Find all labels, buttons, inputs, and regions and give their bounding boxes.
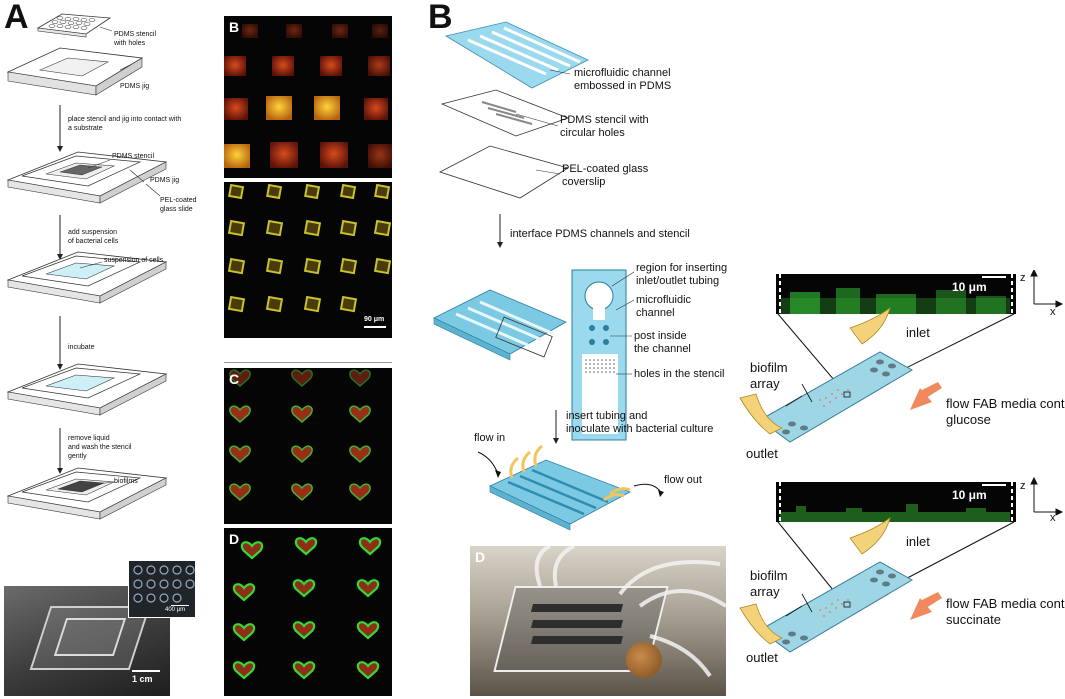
panel-label-b: B: [428, 0, 453, 36]
panel-a-schematic: [6, 13, 168, 520]
assembly-step-3: [6, 251, 168, 304]
scale-bar-1cm: [132, 670, 160, 672]
pdms-stencil-top: [36, 13, 112, 38]
micrograph-d: D: [224, 528, 392, 696]
label-suspension-of-cells: suspension of cells: [104, 257, 164, 264]
scale-bar-90um: [364, 326, 386, 328]
label-interface-step: interface PDMS channels and stencil: [510, 228, 690, 240]
label-post-inside-channel: post inside the channel: [634, 330, 691, 355]
label-region-tubing: region for inserting inlet/outlet tubing: [636, 262, 728, 287]
panel-label-b-micro: B: [229, 19, 240, 35]
chip-photo-tubing: [534, 546, 726, 678]
label-microfluidic-channel-embossed: microfluidic channel embossed in PDMS: [574, 67, 672, 92]
label-biofilm-array-glucose: biofilm array: [750, 360, 788, 391]
label-flow-in: flow in: [474, 432, 506, 444]
pdms-channel-layer: [444, 21, 589, 89]
assembly-step-2: [6, 151, 168, 204]
axes-succinate: [1030, 476, 1064, 516]
cross-section-succinate: 10 μm: [776, 482, 1016, 522]
pdms-jig-top: [6, 47, 144, 96]
label-insert-tubing: insert tubing and inoculate with bacteri…: [566, 410, 714, 435]
label-holes-in-stencil: holes in the stencil: [634, 368, 725, 380]
panel-label-d-micro: D: [229, 531, 240, 547]
label-step-place-stencil: place stencil and jig into contact with …: [68, 116, 182, 132]
label-pdms-jig-2: PDMS jig: [150, 177, 180, 184]
channel-glucose: [739, 306, 1015, 443]
panel-label-d-photo: D: [475, 549, 486, 565]
label-flow-succinate: flow FAB media containing succinate: [946, 596, 1065, 627]
scale-label-glucose: 10 μm: [952, 280, 987, 294]
label-pel-coated-slide: PEL-coated glass slide: [160, 197, 197, 213]
axis-x-succinate: x: [1050, 512, 1056, 524]
label-outlet-glucose: outlet: [746, 446, 778, 461]
coverslip-layer: [438, 145, 569, 199]
cross-section-succinate-signal: [779, 482, 1013, 522]
chip-with-tubing: [477, 444, 664, 531]
scale-label-400um: 400 μm: [165, 607, 186, 613]
micrograph-b-bottom-squares: [227, 183, 392, 313]
panel-b-schematic: [433, 21, 664, 531]
label-step-add-suspension: add suspension of bacterial cells: [68, 229, 119, 245]
scale-label-succinate: 10 μm: [952, 488, 987, 502]
label-stencil-circular-holes: PDMS stencil with circular holes: [560, 114, 649, 139]
micrograph-b-bottom: 90 μm: [224, 182, 392, 338]
label-flow-out: flow out: [664, 474, 702, 486]
micrograph-b-top-squares: [224, 24, 392, 168]
inset-holes: [133, 565, 195, 603]
label-inlet-succinate: inlet: [906, 534, 930, 549]
label-biofilm-array-succinate: biofilm array: [750, 568, 788, 599]
label-stencil-with-holes: PDMS stencil with holes: [114, 31, 157, 47]
label-step-remove-liquid: remove liquid and wash the stencil gentl…: [68, 435, 132, 460]
assembly-step-4: [6, 363, 168, 416]
label-flow-glucose: flow FAB media containing glucose: [946, 396, 1065, 427]
label-pdms-stencil-2: PDMS stencil: [112, 153, 155, 160]
divider: [224, 362, 392, 363]
label-biofilms: biofilms: [114, 478, 138, 485]
micrograph-c-hearts: [229, 369, 371, 501]
label-microfluidic-channel: microfluidic channel: [636, 294, 692, 319]
panel-label-a: A: [4, 0, 29, 36]
scale-label-1cm: 1 cm: [132, 674, 153, 684]
axis-z-glucose: z: [1020, 272, 1026, 284]
scale-label-90um: 90 μm: [364, 316, 385, 323]
micrograph-b-top: B: [224, 16, 392, 178]
scale-bar-glucose: [982, 276, 1006, 278]
inset-photo: 400 μm: [128, 560, 196, 618]
micrograph-d-hearts: [232, 537, 382, 680]
axes-glucose: [1030, 270, 1064, 308]
scale-bar-succinate: [982, 484, 1006, 486]
axis-x-glucose: x: [1050, 306, 1056, 318]
label-pel-coverslip: PEL-coated glass coverslip: [562, 163, 649, 188]
assembled-chip: [433, 289, 567, 361]
pdms-stencil-layer: [440, 89, 570, 137]
chip-photo: D: [470, 546, 726, 696]
micrograph-c: C: [224, 368, 392, 524]
label-pdms-jig: PDMS jig: [120, 83, 150, 90]
right-schematics: [739, 270, 1064, 653]
label-inlet-glucose: inlet: [906, 325, 930, 340]
channel-detail: [571, 269, 635, 441]
label-step-incubate: incubate: [68, 344, 95, 351]
penny-coin: [626, 642, 662, 678]
scale-bar-400um: [171, 605, 189, 606]
device-stencil-outline: [53, 618, 127, 656]
assembly-step-5: [6, 467, 168, 520]
axis-z-succinate: z: [1020, 480, 1026, 492]
cross-section-glucose-signal: [779, 274, 1013, 314]
cross-section-glucose: 10 μm: [776, 274, 1016, 314]
panel-label-c: C: [229, 371, 240, 387]
label-outlet-succinate: outlet: [746, 650, 778, 665]
channel-succinate: [739, 516, 1015, 653]
